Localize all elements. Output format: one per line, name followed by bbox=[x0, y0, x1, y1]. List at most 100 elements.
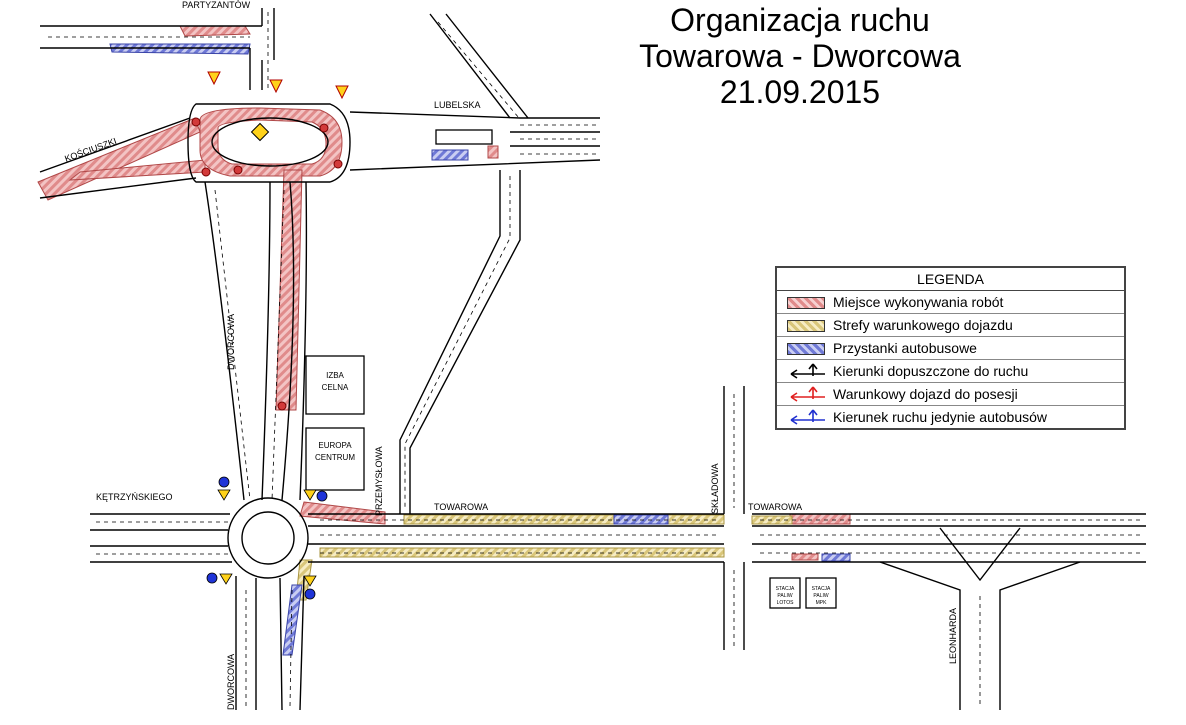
work-zone-towarowa-east bbox=[789, 513, 851, 525]
mpk-label-2: PALIW bbox=[813, 593, 828, 599]
plan-title: Organizacja ruchu Towarowa - Dworcowa 21… bbox=[560, 2, 1040, 110]
road-kosciuszki bbox=[39, 117, 197, 199]
legend-heading: LEGENDA bbox=[777, 268, 1124, 291]
bus-zone-station bbox=[821, 553, 851, 562]
work-zone-station-front bbox=[791, 553, 819, 561]
legend-label: Kierunki dopuszczone do ruchu bbox=[833, 363, 1029, 379]
work-markers bbox=[191, 117, 343, 411]
bus-swatch bbox=[787, 343, 825, 355]
blue-arrows-icon bbox=[790, 409, 825, 425]
yield-sign-icon bbox=[219, 573, 233, 585]
bus-stop-icon bbox=[316, 490, 328, 502]
title-line-2: Towarowa - Dworcowa bbox=[639, 38, 961, 74]
work-marker-icon bbox=[277, 401, 287, 411]
label-dworcowa-north: DWORCOWA bbox=[226, 314, 236, 370]
legend-label: Kierunek ruchu jedynie autobusów bbox=[833, 409, 1048, 425]
building-izba-celna bbox=[305, 355, 365, 415]
legend-item-bus: Przystanki autobusowe bbox=[777, 337, 1124, 360]
lane-markings bbox=[48, 12, 1140, 707]
label-lubelska: LUBELSKA bbox=[434, 100, 481, 110]
izba-label-2: CELNA bbox=[322, 383, 349, 392]
warning-sign-icon bbox=[335, 85, 349, 100]
work-zone-partyzantow bbox=[179, 25, 251, 37]
legend-label: Przystanki autobusowe bbox=[833, 340, 977, 356]
work-marker-icon bbox=[191, 117, 201, 127]
bus-stop-icon bbox=[206, 572, 218, 584]
lotos-label-1: STACJA bbox=[776, 586, 795, 592]
work-swatch bbox=[787, 297, 825, 309]
road-partyzantow bbox=[40, 8, 275, 90]
roundabout-south-outer bbox=[227, 497, 309, 579]
label-dworcowa-south: DWORCOWA bbox=[226, 654, 236, 710]
road-leonharda bbox=[879, 527, 1081, 710]
bus-zone-towarowa bbox=[613, 514, 669, 525]
warning-signs bbox=[207, 71, 349, 142]
black-arrows-icon bbox=[790, 363, 825, 379]
bus-stop-icon bbox=[304, 588, 316, 600]
bus-stop-signs bbox=[206, 476, 328, 600]
roundabout-south-island bbox=[241, 511, 295, 565]
work-zones bbox=[37, 25, 851, 561]
building-lubelska-box bbox=[435, 129, 493, 145]
legend: LEGENDA Miejsce wykonywania robót Strefy… bbox=[775, 266, 1126, 430]
conditional-zones bbox=[295, 514, 793, 601]
legend-item-work: Miejsce wykonywania robót bbox=[777, 291, 1124, 314]
work-zone-towarowa-west bbox=[299, 501, 386, 525]
work-zone-dworcowa-west-lane bbox=[275, 169, 303, 411]
legend-label: Warunkowy dojazd do posesji bbox=[833, 386, 1018, 402]
road-lubelska bbox=[349, 111, 601, 171]
roundabout-north-outer bbox=[187, 103, 351, 183]
road-towarowa bbox=[308, 513, 1146, 563]
road-ketrzynskiego bbox=[90, 513, 232, 563]
road-skladowa bbox=[723, 386, 745, 650]
izba-label-1: IZBA bbox=[326, 371, 344, 380]
work-zone-lubelska bbox=[487, 145, 499, 159]
legend-item-conditional-access: Warunkowy dojazd do posesji bbox=[777, 383, 1124, 406]
conditional-swatch bbox=[787, 320, 825, 332]
cond-zone-towarowa-south bbox=[319, 547, 725, 558]
work-marker-icon bbox=[333, 159, 343, 169]
building-stacja-mpk bbox=[805, 577, 837, 609]
building-labels: IZBA CELNA EUROPA CENTRUM STACJA PALIW L… bbox=[315, 371, 831, 606]
bus-zone-dworcowa-south bbox=[282, 584, 303, 656]
road-przemyslowa-diagonal bbox=[399, 170, 521, 514]
cond-zone-towarowa-north bbox=[403, 514, 725, 525]
lotos-label-2: PALIW bbox=[777, 593, 792, 599]
buildings bbox=[305, 129, 837, 609]
title-date: 21.09.2015 bbox=[719, 74, 881, 110]
work-marker-icon bbox=[319, 123, 329, 133]
label-ketrzynskiego: KĘTRZYŃSKIEGO bbox=[96, 492, 173, 502]
legend-item-bus-only: Kierunek ruchu jedynie autobusów bbox=[777, 406, 1124, 428]
yield-sign-icon bbox=[303, 489, 317, 501]
building-europa-centrum bbox=[305, 427, 365, 491]
yield-sign-icon bbox=[303, 575, 317, 587]
road-dworcowa-north bbox=[204, 181, 308, 501]
street-labels: PARTYZANTÓW LUBELSKA KOŚCIUSZKI DWORCOWA… bbox=[63, 0, 958, 710]
warning-sign-icon bbox=[269, 79, 283, 94]
europa-label-2: CENTRUM bbox=[315, 453, 355, 462]
bus-zone-lubelska bbox=[431, 149, 469, 161]
yield-sign-icon bbox=[217, 489, 231, 501]
label-leonharda: LEONHARDA bbox=[948, 608, 958, 664]
label-towarowa-east: TOWAROWA bbox=[748, 502, 802, 512]
label-przemyslowa: PRZEMYSŁOWA bbox=[374, 446, 384, 516]
europa-label-1: EUROPA bbox=[318, 441, 352, 450]
mpk-label-1: STACJA bbox=[812, 586, 831, 592]
legend-label: Miejsce wykonywania robót bbox=[833, 294, 1004, 310]
bus-zones bbox=[109, 43, 851, 656]
bus-zone-partyzantow bbox=[109, 43, 251, 55]
priority-road-sign-icon bbox=[250, 122, 270, 142]
legend-label: Strefy warunkowego dojazdu bbox=[833, 317, 1013, 333]
legend-item-allowed: Kierunki dopuszczone do ruchu bbox=[777, 360, 1124, 383]
warning-sign-icon bbox=[207, 71, 221, 86]
road-network bbox=[39, 8, 1146, 711]
label-partyzantow: PARTYZANTÓW bbox=[182, 0, 251, 10]
lotos-label-3: LOTOS bbox=[777, 600, 795, 606]
label-towarowa-west: TOWAROWA bbox=[434, 502, 488, 512]
building-stacja-lotos bbox=[769, 577, 801, 609]
work-marker-icon bbox=[233, 165, 243, 175]
title-line-1: Organizacja ruchu bbox=[670, 2, 930, 38]
roundabout-north-island bbox=[211, 117, 329, 167]
bus-stop-icon bbox=[218, 476, 230, 488]
